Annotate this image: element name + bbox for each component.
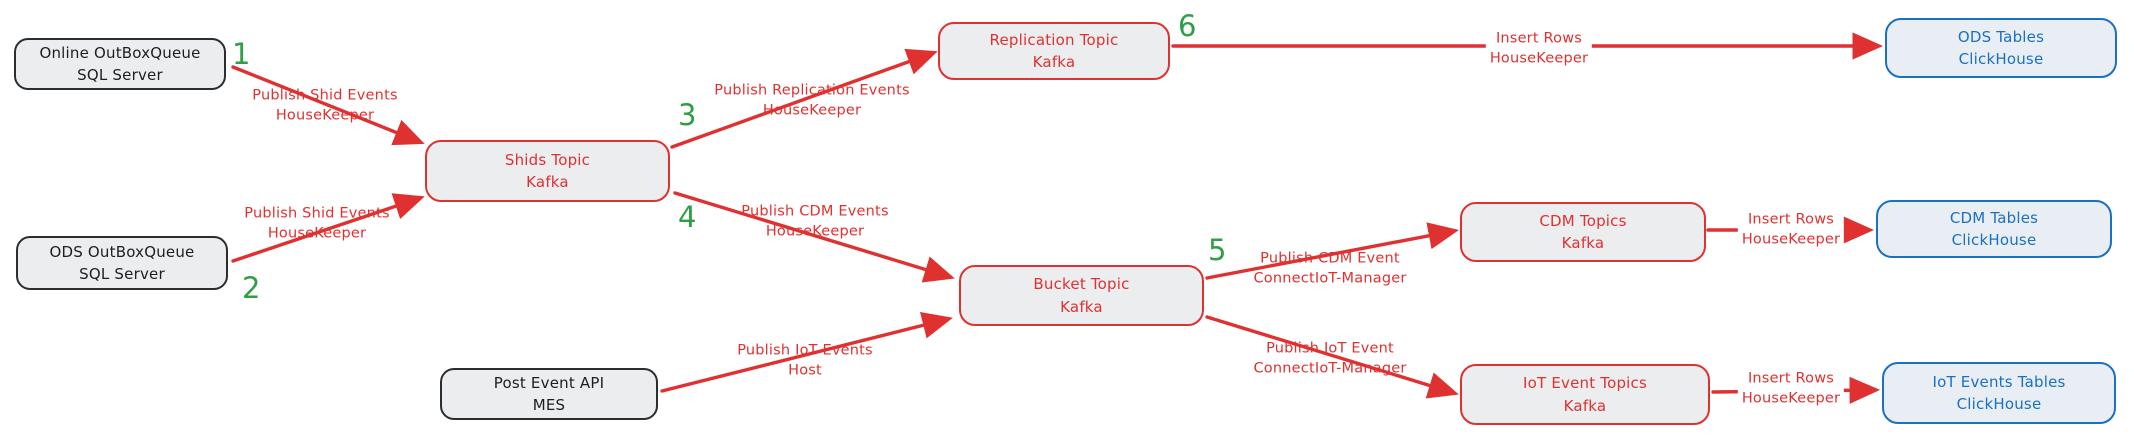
node-subtitle: ClickHouse <box>1958 50 2044 68</box>
node-iot-event-topics-kafka: IoT Event Topics Kafka <box>1460 364 1710 425</box>
arrow-bucket-topic-to-cdm-topics <box>1205 222 1460 280</box>
node-subtitle: Kafka <box>1032 53 1076 71</box>
step-number-3: 3 <box>678 98 697 132</box>
node-iot-events-tables-clickhouse: IoT Events Tables ClickHouse <box>1882 362 2116 424</box>
node-title: Replication Topic <box>989 30 1119 49</box>
edge-label-publish-iot-events-host: Publish IoT Events Host <box>737 341 873 382</box>
arrow-shids-topic-to-bucket-topic <box>673 191 955 283</box>
node-subtitle: SQL Server <box>79 265 165 283</box>
node-title: Shids Topic <box>504 150 591 169</box>
step-number-1: 1 <box>232 37 251 71</box>
node-title: IoT Event Topics <box>1522 374 1647 392</box>
node-subtitle: Kafka <box>1561 234 1605 252</box>
edge-label-line2: HouseKeeper <box>1741 391 1841 407</box>
edge-label-line2: HouseKeeper <box>1741 232 1841 248</box>
edge-label-line1: Insert Rows <box>1495 30 1583 47</box>
edge-label-line2: HouseKeeper <box>1489 51 1589 67</box>
edge-label-line1: Publish CDM Events <box>741 203 889 220</box>
node-title: Bucket Topic <box>1033 275 1130 293</box>
node-subtitle: SQL Server <box>77 66 163 84</box>
node-title: CDM Topics <box>1539 211 1627 230</box>
edge-label-publish-cdm-events: Publish CDM Events HouseKeeper <box>741 202 888 243</box>
step-number-4: 4 <box>678 200 697 234</box>
edge-label-line2: HouseKeeper <box>762 103 862 119</box>
node-title: IoT Events Tables <box>1932 372 2066 391</box>
arrow-shids-topic-to-replication-topic <box>670 48 938 149</box>
node-ods-outboxqueue-sql-server: ODS OutBoxQueue SQL Server <box>16 236 228 290</box>
edge-label-line1: Insert Rows <box>1747 370 1835 387</box>
edge-label-line1: Publish Shid Events <box>244 205 390 222</box>
step-number-6: 6 <box>1178 9 1197 43</box>
arrow-online-outboxqueue-to-shids-topic <box>231 65 425 146</box>
node-online-outboxqueue-sql-server: Online OutBoxQueue SQL Server <box>14 38 226 90</box>
edge-label-publish-shid-events-online: Publish Shid Events HouseKeeper <box>252 86 397 127</box>
arrow-ods-outboxqueue-to-shids-topic <box>231 193 425 263</box>
edge-label-publish-replication-events: Publish Replication Events HouseKeeper <box>714 81 909 122</box>
edge-label-publish-shid-events-ods: Publish Shid Events HouseKeeper <box>244 204 389 245</box>
node-replication-topic-kafka: Replication Topic Kafka <box>938 22 1170 80</box>
node-subtitle: ClickHouse <box>1951 231 2037 249</box>
node-subtitle: Kafka <box>1060 297 1103 316</box>
node-subtitle: Kafka <box>1563 396 1607 415</box>
edge-label-insert-rows-iot: Insert Rows HouseKeeper <box>1737 368 1845 410</box>
edge-label-publish-cdm-event-connectiot: Publish CDM Event ConnectIoT-Manager <box>1253 249 1406 290</box>
arrow-bucket-topic-to-iot-event-topics <box>1205 315 1459 399</box>
edge-label-line1: Insert Rows <box>1747 211 1835 228</box>
edge-label-publish-iot-event-connectiot: Publish IoT Event ConnectIoT-Manager <box>1253 339 1406 380</box>
node-bucket-topic-kafka: Bucket Topic Kafka <box>959 265 1204 326</box>
edge-label-insert-rows-ods: Insert Rows HouseKeeper <box>1485 28 1593 70</box>
edge-label-line2: Host <box>788 363 822 379</box>
node-title: CDM Tables <box>1949 208 2039 227</box>
node-title: ODS OutBoxQueue <box>49 242 195 261</box>
edge-label-line2: ConnectIoT-Manager <box>1253 271 1407 287</box>
arrow-post-event-api-to-bucket-topic <box>660 312 953 393</box>
node-post-event-api-mes: Post Event API MES <box>440 368 658 420</box>
node-subtitle: ClickHouse <box>1956 395 2042 413</box>
node-title: Online OutBoxQueue <box>39 43 201 62</box>
node-shids-topic-kafka: Shids Topic Kafka <box>425 140 670 202</box>
edge-label-line1: Publish IoT Events <box>737 342 873 359</box>
edge-label-line2: HouseKeeper <box>765 224 865 240</box>
edge-label-line1: Publish Shid Events <box>252 87 398 104</box>
node-ods-tables-clickhouse: ODS Tables ClickHouse <box>1885 18 2117 78</box>
edge-label-line2: HouseKeeper <box>267 226 367 242</box>
edge-label-line2: HouseKeeper <box>275 108 375 124</box>
node-title: Post Event API <box>493 373 605 392</box>
node-subtitle: Kafka <box>526 173 569 191</box>
node-cdm-topics-kafka: CDM Topics Kafka <box>1460 202 1706 262</box>
edge-label-line1: Publish CDM Event <box>1260 250 1400 267</box>
step-number-5: 5 <box>1208 233 1227 267</box>
node-cdm-tables-clickhouse: CDM Tables ClickHouse <box>1876 200 2112 258</box>
step-number-2: 2 <box>242 271 261 305</box>
node-title: ODS Tables <box>1957 27 2045 46</box>
edge-label-line2: ConnectIoT-Manager <box>1253 361 1407 377</box>
node-subtitle: MES <box>532 396 566 414</box>
edge-label-line1: Publish IoT Event <box>1266 340 1394 357</box>
edge-label-line1: Publish Replication Events <box>714 82 910 99</box>
edge-label-insert-rows-cdm: Insert Rows HouseKeeper <box>1737 209 1845 251</box>
